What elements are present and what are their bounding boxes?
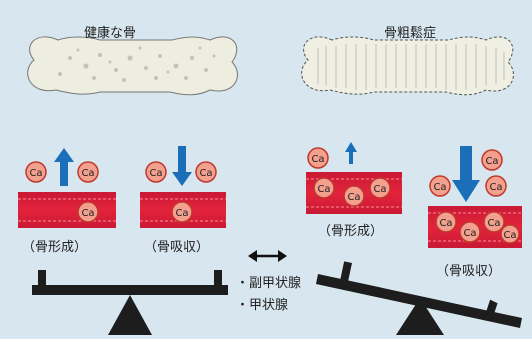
ca-ion-label: Ca (463, 228, 476, 239)
ca-ion-label: Ca (439, 218, 452, 229)
double-arrow-icon (248, 250, 287, 262)
osteoporosis-resorption-label: （骨吸収） (436, 260, 501, 279)
healthy-resorption-group: Ca Ca (146, 146, 216, 186)
down-arrow-icon (172, 146, 192, 186)
ca-ion-label: Ca (347, 192, 360, 203)
ca-ion-label: Ca (489, 182, 502, 193)
ca-ion-label: Ca (199, 168, 212, 179)
osteoporosis-formation-label: （骨形成） (318, 220, 383, 239)
ca-ion-label: Ca (373, 184, 386, 195)
ca-ion-label: Ca (485, 156, 498, 167)
ca-ion-label: Ca (175, 208, 188, 219)
ca-ion-label: Ca (433, 182, 446, 193)
ca-ion-label: Ca (503, 230, 516, 241)
healthy-formation-vessel: Ca (18, 192, 116, 228)
balanced-seesaw (32, 270, 228, 335)
ca-ion-label: Ca (81, 208, 94, 219)
up-arrow-icon (345, 142, 357, 164)
osteoporosis-formation-vessel: Ca Ca Ca (306, 172, 402, 214)
ca-ion-label: Ca (487, 218, 500, 229)
hormone-thyroid: ・甲状腺 (236, 294, 288, 313)
healthy-formation-group: Ca Ca (26, 148, 98, 186)
osteoporotic-bone (302, 37, 514, 95)
up-arrow-icon (54, 148, 74, 186)
healthy-resorption-vessel: Ca (140, 192, 226, 228)
osteoporosis-formation-group: Ca (308, 142, 357, 168)
healthy-resorption-label: （骨吸収） (144, 236, 209, 255)
osteoporosis-resorption-group: Ca Ca Ca (430, 146, 506, 202)
ca-ion-label: Ca (311, 154, 324, 165)
healthy-bone-title: 健康な骨 (84, 22, 136, 41)
osteoporosis-resorption-vessel: Ca Ca Ca Ca (428, 206, 522, 248)
healthy-bone (28, 37, 238, 95)
ca-ion-label: Ca (29, 168, 42, 179)
ca-ion-label: Ca (81, 168, 94, 179)
osteoporosis-bone-title: 骨粗鬆症 (384, 22, 436, 41)
ca-ion-label: Ca (317, 184, 330, 195)
healthy-formation-label: （骨形成） (22, 236, 87, 255)
ca-ion-label: Ca (149, 168, 162, 179)
down-arrow-icon (452, 146, 480, 202)
hormone-parathyroid: ・副甲状腺 (236, 272, 301, 291)
